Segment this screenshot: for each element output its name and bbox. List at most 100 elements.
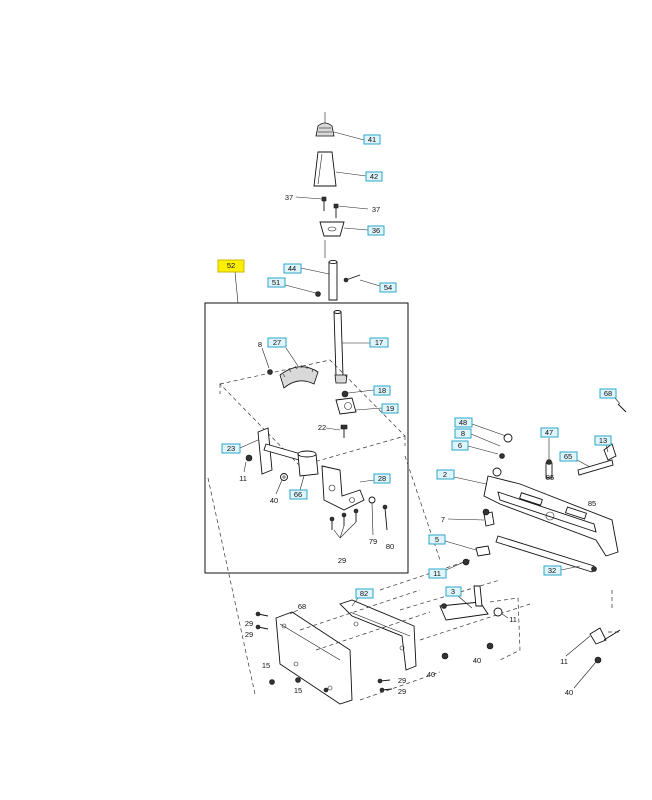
callout-17[interactable]: 17: [342, 337, 389, 348]
label-29-lower-a: 29: [245, 619, 253, 628]
svg-text:17: 17: [375, 338, 383, 347]
svg-text:40: 40: [565, 688, 573, 697]
svg-text:85: 85: [588, 499, 596, 508]
svg-text:11: 11: [560, 657, 568, 666]
callout-52-highlighted[interactable]: 52: [217, 259, 245, 273]
callout-18[interactable]: 18: [347, 385, 391, 396]
callout-47[interactable]: 47: [540, 427, 559, 460]
svg-text:23: 23: [227, 444, 235, 453]
column-cover-part: [313, 151, 337, 187]
svg-text:8: 8: [258, 340, 262, 349]
callout-5[interactable]: 5: [428, 534, 477, 551]
cross-brace-part: [339, 599, 417, 671]
side-plate-part: [275, 611, 353, 705]
bolts-29-group: [329, 508, 359, 539]
svg-text:65: 65: [564, 452, 572, 461]
svg-text:15: 15: [262, 661, 270, 670]
svg-text:28: 28: [378, 474, 386, 483]
svg-text:29: 29: [245, 630, 253, 639]
lower-frame-assembly: [255, 589, 441, 705]
svg-text:44: 44: [288, 264, 296, 273]
svg-text:3: 3: [451, 587, 455, 596]
svg-text:68: 68: [604, 389, 612, 398]
svg-text:48: 48: [459, 418, 467, 427]
svg-text:40: 40: [473, 656, 481, 665]
label-85-b: 85: [588, 499, 596, 508]
front-axle-assembly: [379, 403, 627, 664]
svg-text:66: 66: [294, 490, 302, 499]
label-29-lower-b: 29: [245, 630, 253, 639]
svg-text:37: 37: [285, 193, 293, 202]
label-68-lower: 68: [289, 602, 306, 615]
svg-text:11: 11: [433, 569, 441, 578]
svg-text:18: 18: [378, 386, 386, 395]
callout-6[interactable]: 6: [451, 440, 499, 455]
callout-19[interactable]: 19: [355, 403, 399, 414]
mount-bracket-part: [321, 465, 365, 511]
svg-text:29: 29: [398, 687, 406, 696]
label-40-kit: 40: [270, 479, 283, 505]
pinion-housing-part: [335, 397, 357, 415]
callout-44[interactable]: 44: [283, 263, 330, 275]
callout-23[interactable]: 23: [221, 439, 259, 454]
kit-52-box: [204, 271, 409, 574]
svg-text:52: 52: [227, 261, 235, 270]
svg-text:29: 29: [398, 676, 406, 685]
svg-text:40: 40: [270, 496, 278, 505]
bolt-22-part: [340, 424, 348, 430]
svg-text:47: 47: [545, 428, 553, 437]
callout-68[interactable]: 68: [599, 388, 621, 405]
steering-knob-part: [315, 122, 335, 137]
label-7: 7: [441, 515, 485, 524]
svg-text:42: 42: [370, 172, 378, 181]
svg-text:80: 80: [386, 542, 394, 551]
callout-82[interactable]: 82: [351, 588, 374, 607]
svg-text:8: 8: [461, 429, 465, 438]
callout-28[interactable]: 28: [359, 473, 391, 484]
callout-32[interactable]: 32: [543, 565, 581, 576]
column-tube-part: [328, 261, 338, 301]
callout-41[interactable]: 41: [333, 131, 381, 145]
svg-text:37: 37: [372, 205, 380, 214]
label-22: 22: [318, 423, 341, 432]
callout-66[interactable]: 66: [289, 475, 308, 500]
callout-48[interactable]: 48: [454, 417, 507, 437]
column-bracket-part: [319, 221, 345, 237]
callout-13[interactable]: 13: [594, 435, 612, 453]
steering-shaft-part: [333, 311, 344, 377]
svg-text:15: 15: [294, 686, 302, 695]
svg-text:27: 27: [273, 338, 281, 347]
label-11-mid: 11: [501, 613, 517, 624]
callout-54[interactable]: 54: [359, 279, 397, 293]
label-40-far: 40: [565, 661, 597, 697]
label-37-right: 37: [337, 205, 380, 214]
callout-11-right[interactable]: 11: [428, 561, 465, 579]
svg-text:51: 51: [272, 278, 280, 287]
callout-3[interactable]: 3: [445, 586, 473, 609]
label-85-a: 85: [546, 473, 554, 482]
svg-text:29: 29: [245, 619, 253, 628]
callout-27[interactable]: 27: [267, 337, 299, 367]
label-8-kit: 8: [258, 340, 270, 369]
callout-36[interactable]: 36: [343, 225, 385, 236]
callout-42[interactable]: 42: [335, 171, 383, 182]
label-80: 80: [386, 542, 394, 551]
svg-text:68: 68: [298, 602, 306, 611]
label-15-b: 15: [294, 686, 302, 695]
pinion-gear-part: [334, 374, 348, 384]
svg-text:82: 82: [360, 589, 368, 598]
svg-text:2: 2: [443, 470, 447, 479]
svg-text:79: 79: [369, 537, 377, 546]
callout-8-right[interactable]: 8: [454, 428, 501, 447]
callout-65[interactable]: 65: [559, 451, 591, 468]
svg-text:54: 54: [384, 283, 392, 292]
pitman-arm-part: [257, 427, 273, 475]
callout-51[interactable]: 51: [267, 277, 317, 294]
svg-text:29: 29: [338, 556, 346, 565]
svg-text:41: 41: [368, 135, 376, 144]
label-79: 79: [369, 537, 377, 546]
callout-2[interactable]: 2: [436, 469, 487, 485]
label-29-lower-d: 29: [398, 687, 406, 696]
label-15-a: 15: [262, 661, 270, 670]
